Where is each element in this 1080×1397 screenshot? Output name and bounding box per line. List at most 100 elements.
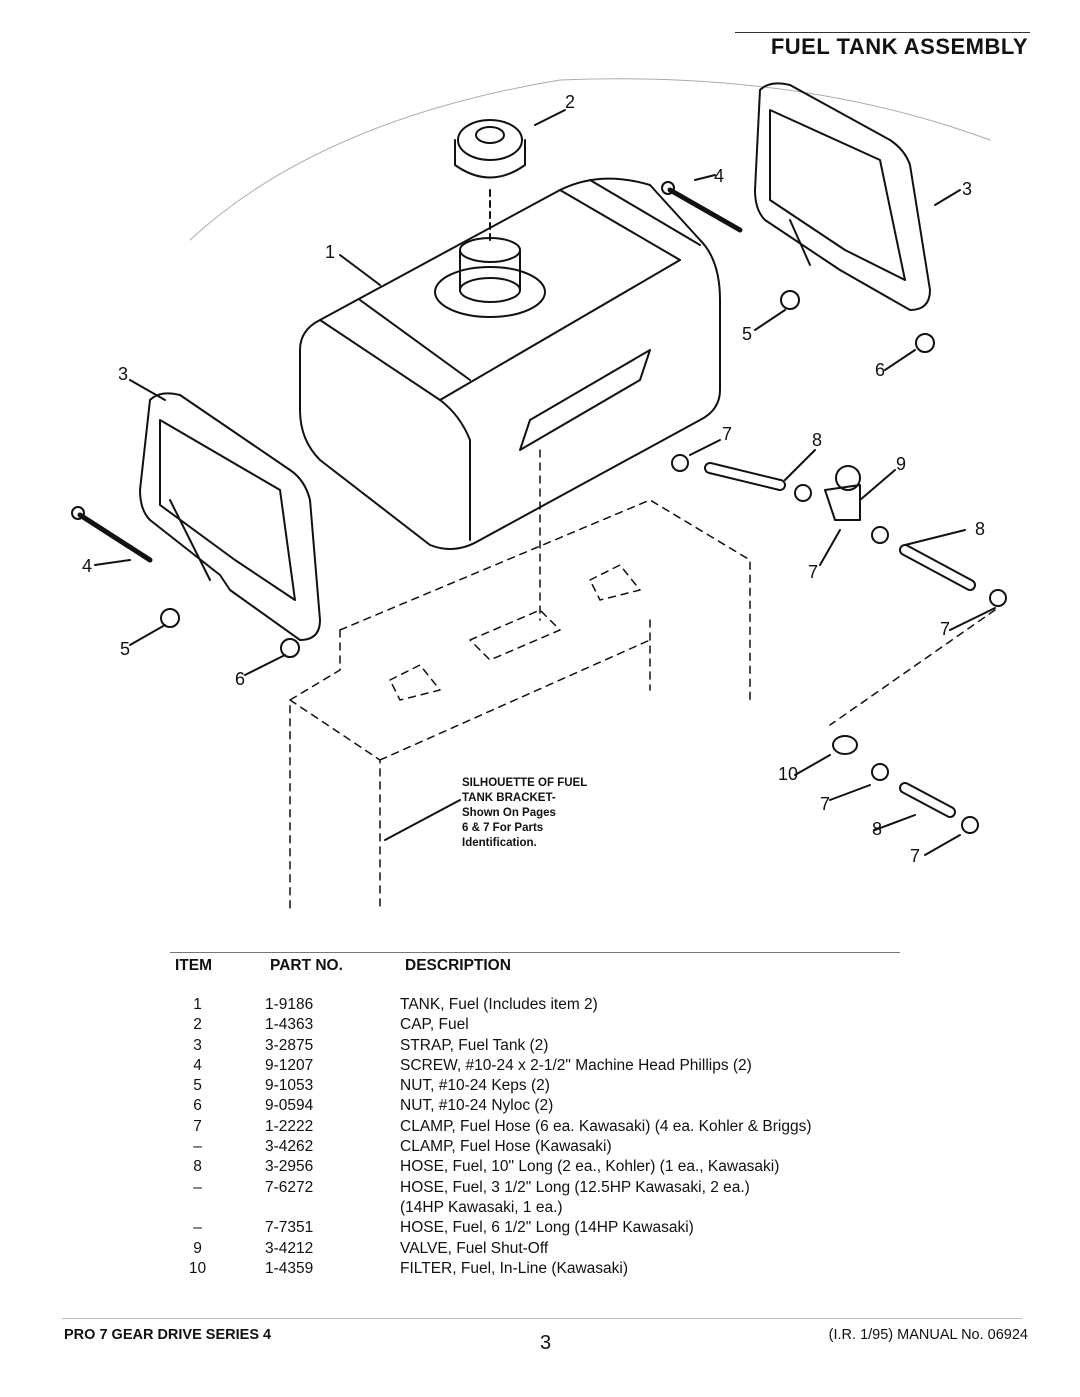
- parts-table-header: ITEM PART NO. DESCRIPTION: [170, 955, 930, 977]
- header-item: ITEM: [175, 957, 213, 974]
- shutoff-valve: [824, 484, 861, 521]
- callout-9: 9: [896, 454, 906, 474]
- footer-rule: [62, 1318, 1022, 1319]
- row-description: CLAMP, Fuel Hose (6 ea. Kawasaki) (4 ea.…: [400, 1117, 812, 1135]
- row-item: 6: [193, 1097, 202, 1115]
- callout-5-left: 5: [120, 639, 130, 659]
- row-item: 8: [193, 1158, 202, 1176]
- row-item: –: [193, 1138, 202, 1156]
- callout-7-a: 7: [722, 424, 732, 444]
- row-part-no: 3-2956: [265, 1158, 314, 1176]
- callout-1: 1: [325, 242, 335, 262]
- table-row: – 3-4262 CLAMP, Fuel Hose (Kawasaki): [170, 1137, 930, 1157]
- parts-table-body: 1 1-9186 TANK, Fuel (Includes item 2) 2 1-43…: [170, 995, 930, 1279]
- callout-7-b: 7: [808, 562, 818, 582]
- row-part-no: 1-4359: [265, 1259, 314, 1277]
- callout-10: 10: [778, 764, 798, 784]
- footer-series: PRO 7 GEAR DRIVE SERIES 4: [64, 1327, 272, 1343]
- clamp-f: [961, 816, 979, 834]
- note-line-3: Shown On Pages: [462, 807, 556, 819]
- row-part-no: 3-4262: [265, 1138, 314, 1156]
- clamp-b: [794, 484, 812, 502]
- row-part-no: 7-7351: [265, 1219, 314, 1237]
- note-line-4: 6 & 7 For Parts: [462, 822, 544, 834]
- callout-7-d: 7: [820, 794, 830, 814]
- callout-8-c: 8: [872, 819, 882, 839]
- callout-4-left: 4: [82, 556, 92, 576]
- row-item: 7: [193, 1117, 202, 1135]
- frame-bracket: [289, 449, 751, 911]
- row-part-no: 3-2875: [265, 1036, 314, 1054]
- callout-labels: 2 1 3 3 4 4 5 5 6 6 7 8 9 8 7 7 10 7 8 7: [82, 92, 985, 866]
- row-part-no: 9-1207: [265, 1056, 314, 1074]
- table-row: 2 1-4363 CAP, Fuel: [170, 1015, 930, 1035]
- row-description: HOSE, Fuel, 6 1/2" Long (14HP Kawasaki): [400, 1219, 694, 1237]
- row-description: STRAP, Fuel Tank (2): [400, 1036, 549, 1054]
- callout-2: 2: [565, 92, 575, 112]
- title-rule: [735, 32, 1030, 33]
- callout-6-left: 6: [235, 669, 245, 689]
- row-part-no: 1-4363: [265, 1016, 314, 1034]
- row-description: VALVE, Fuel Shut-Off: [400, 1239, 549, 1257]
- header-part-no: PART NO.: [270, 957, 343, 974]
- row-description: HOSE, Fuel, 3 1/2" Long (12.5HP Kawasaki…: [400, 1178, 750, 1196]
- silhouette-note: SILHOUETTE OF FUEL TANK BRACKET- Shown O…: [462, 776, 632, 851]
- row-item: [170, 1198, 225, 1218]
- row-item: –: [193, 1219, 202, 1237]
- row-part-no: 9-0594: [265, 1097, 314, 1115]
- note-line-2: TANK BRACKET-: [462, 792, 556, 804]
- left-strap: [139, 392, 321, 641]
- row-item: 2: [193, 1016, 202, 1034]
- row-description: HOSE, Fuel, 10" Long (2 ea., Kohler) (1 …: [400, 1158, 780, 1176]
- table-rule: [170, 952, 900, 953]
- row-item: 10: [188, 1259, 207, 1277]
- page-title: FUEL TANK ASSEMBLY: [770, 34, 1028, 59]
- nut-right-5: [780, 290, 800, 310]
- row-part-no: 9-1053: [265, 1077, 314, 1095]
- table-row: – 7-7351 HOSE, Fuel, 6 1/2" Long (14HP Kaw…: [170, 1218, 930, 1238]
- table-row: 6 9-0594 NUT, #10-24 Nyloc (2): [170, 1096, 930, 1116]
- nut-right-6: [915, 333, 935, 353]
- row-part-no: 7-6272: [265, 1178, 314, 1196]
- clamp-c: [871, 526, 889, 544]
- callout-8-a: 8: [812, 430, 822, 450]
- row-item: 1: [193, 996, 202, 1013]
- right-strap: [754, 82, 931, 311]
- row-description: NUT, #10-24 Keps (2): [400, 1077, 550, 1095]
- page-number: 3: [540, 1332, 552, 1354]
- row-description: SCREW, #10-24 x 2-1/2" Machine Head Phil…: [400, 1056, 752, 1074]
- table-row: (14HP Kawasaki, 1 ea.): [170, 1198, 930, 1218]
- row-description: NUT, #10-24 Nyloc (2): [400, 1097, 554, 1115]
- row-item: 9: [193, 1239, 202, 1257]
- row-item: 5: [193, 1077, 202, 1095]
- clamp-d: [989, 589, 1007, 607]
- row-item: –: [193, 1178, 202, 1196]
- row-description: (14HP Kawasaki, 1 ea.): [400, 1198, 563, 1216]
- row-description: TANK, Fuel (Includes item 2): [400, 996, 598, 1013]
- callout-3-left: 3: [118, 364, 128, 384]
- note-line-1: SILHOUETTE OF FUEL: [462, 777, 588, 789]
- table-row: – 7-6272 HOSE, Fuel, 3 1/2" Long (12.5HP K…: [170, 1178, 930, 1198]
- nut-left-5: [160, 608, 180, 628]
- callout-5-right: 5: [742, 324, 752, 344]
- fuel-cap: [454, 119, 526, 179]
- clamp-a: [671, 454, 689, 472]
- table-row: 1 1-9186 TANK, Fuel (Includes item 2): [170, 995, 930, 1015]
- row-item: 4: [193, 1056, 202, 1074]
- row-description: CAP, Fuel: [400, 1016, 469, 1034]
- left-screw: [77, 512, 153, 563]
- exploded-diagram: 2 1 3 3 4 4 5 5 6 6 7 8 9 8 7 7 10 7 8 7: [71, 78, 1007, 911]
- callout-8-b: 8: [975, 519, 985, 539]
- row-description: CLAMP, Fuel Hose (Kawasaki): [400, 1138, 612, 1156]
- note-line-5: Identification.: [462, 837, 537, 849]
- callout-3-right: 3: [962, 179, 972, 199]
- table-row: 5 9-1053 NUT, #10-24 Keps (2): [170, 1076, 930, 1096]
- fuel-tank: [299, 177, 721, 550]
- row-part-no: [225, 1198, 400, 1218]
- row-part-no: 1-9186: [265, 996, 314, 1013]
- parts-table: ITEM PART NO. DESCRIPTION 1 1-9186 TANK, F…: [170, 955, 930, 1279]
